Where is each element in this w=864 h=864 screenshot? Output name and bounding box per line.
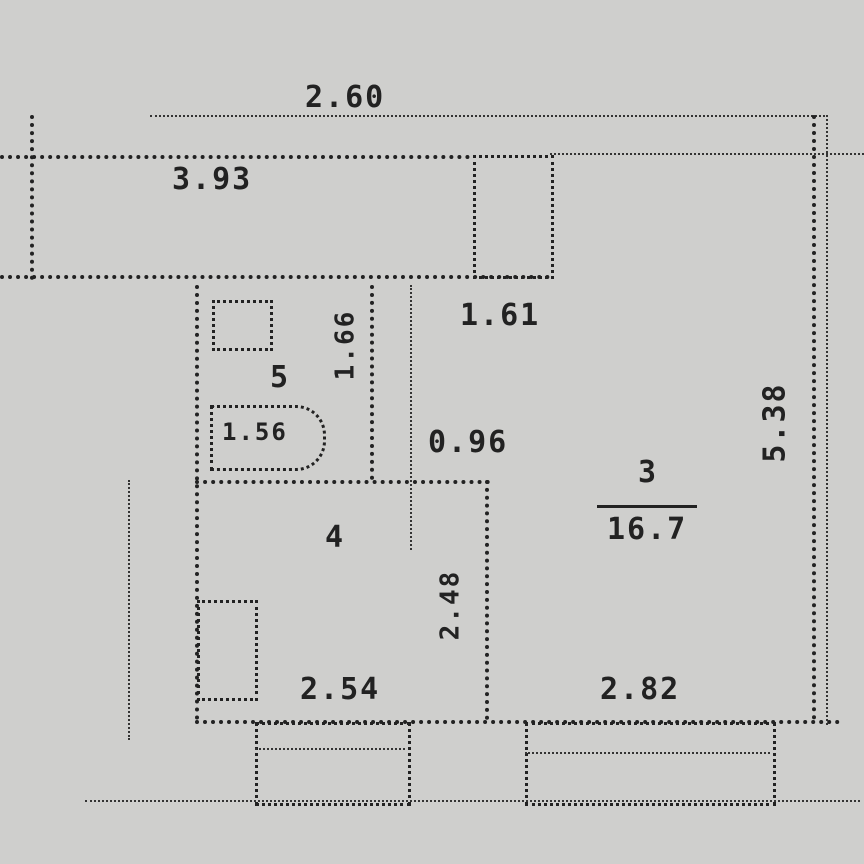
room-width-label: 3.93 <box>172 162 253 197</box>
room-height-label: 5.38 <box>757 382 793 463</box>
balcony-rail <box>525 752 770 754</box>
wall <box>0 275 550 279</box>
wall <box>370 285 374 480</box>
closet <box>473 155 554 279</box>
wall <box>410 285 412 550</box>
top-dimension: 2.60 <box>305 80 386 115</box>
sink-icon <box>212 300 273 351</box>
bath-number: 5 <box>270 360 291 395</box>
outer-wall-bottom <box>195 720 840 724</box>
balcony <box>525 722 776 806</box>
kitchen-height-label: 2.48 <box>435 569 466 641</box>
bathtub-icon <box>210 405 326 471</box>
bath-label: 1.56 <box>222 418 288 446</box>
room-number: 3 <box>638 455 659 490</box>
wall <box>550 153 864 155</box>
dimension-line <box>85 800 860 802</box>
dimension-line <box>128 480 130 740</box>
area-fraction-line <box>597 505 697 508</box>
wall <box>826 115 828 725</box>
corridor-width-label: 1.61 <box>460 298 541 333</box>
balcony-rail <box>255 748 405 750</box>
balcony <box>255 722 411 806</box>
outer-wall-right <box>812 115 816 720</box>
wall <box>195 480 490 484</box>
stove-icon <box>197 600 258 701</box>
outer-wall-top <box>150 115 825 117</box>
kitchen-width-label: 2.54 <box>300 672 381 707</box>
wall <box>30 115 34 280</box>
door-width-label: 0.96 <box>428 425 509 460</box>
bath-height-label: 1.66 <box>330 309 361 381</box>
room-width-bottom-label: 2.82 <box>600 672 681 707</box>
kitchen-number: 4 <box>325 520 346 555</box>
room-area: 16.7 <box>607 512 688 547</box>
wall <box>195 285 199 720</box>
wall <box>0 155 470 159</box>
wall <box>485 480 489 720</box>
